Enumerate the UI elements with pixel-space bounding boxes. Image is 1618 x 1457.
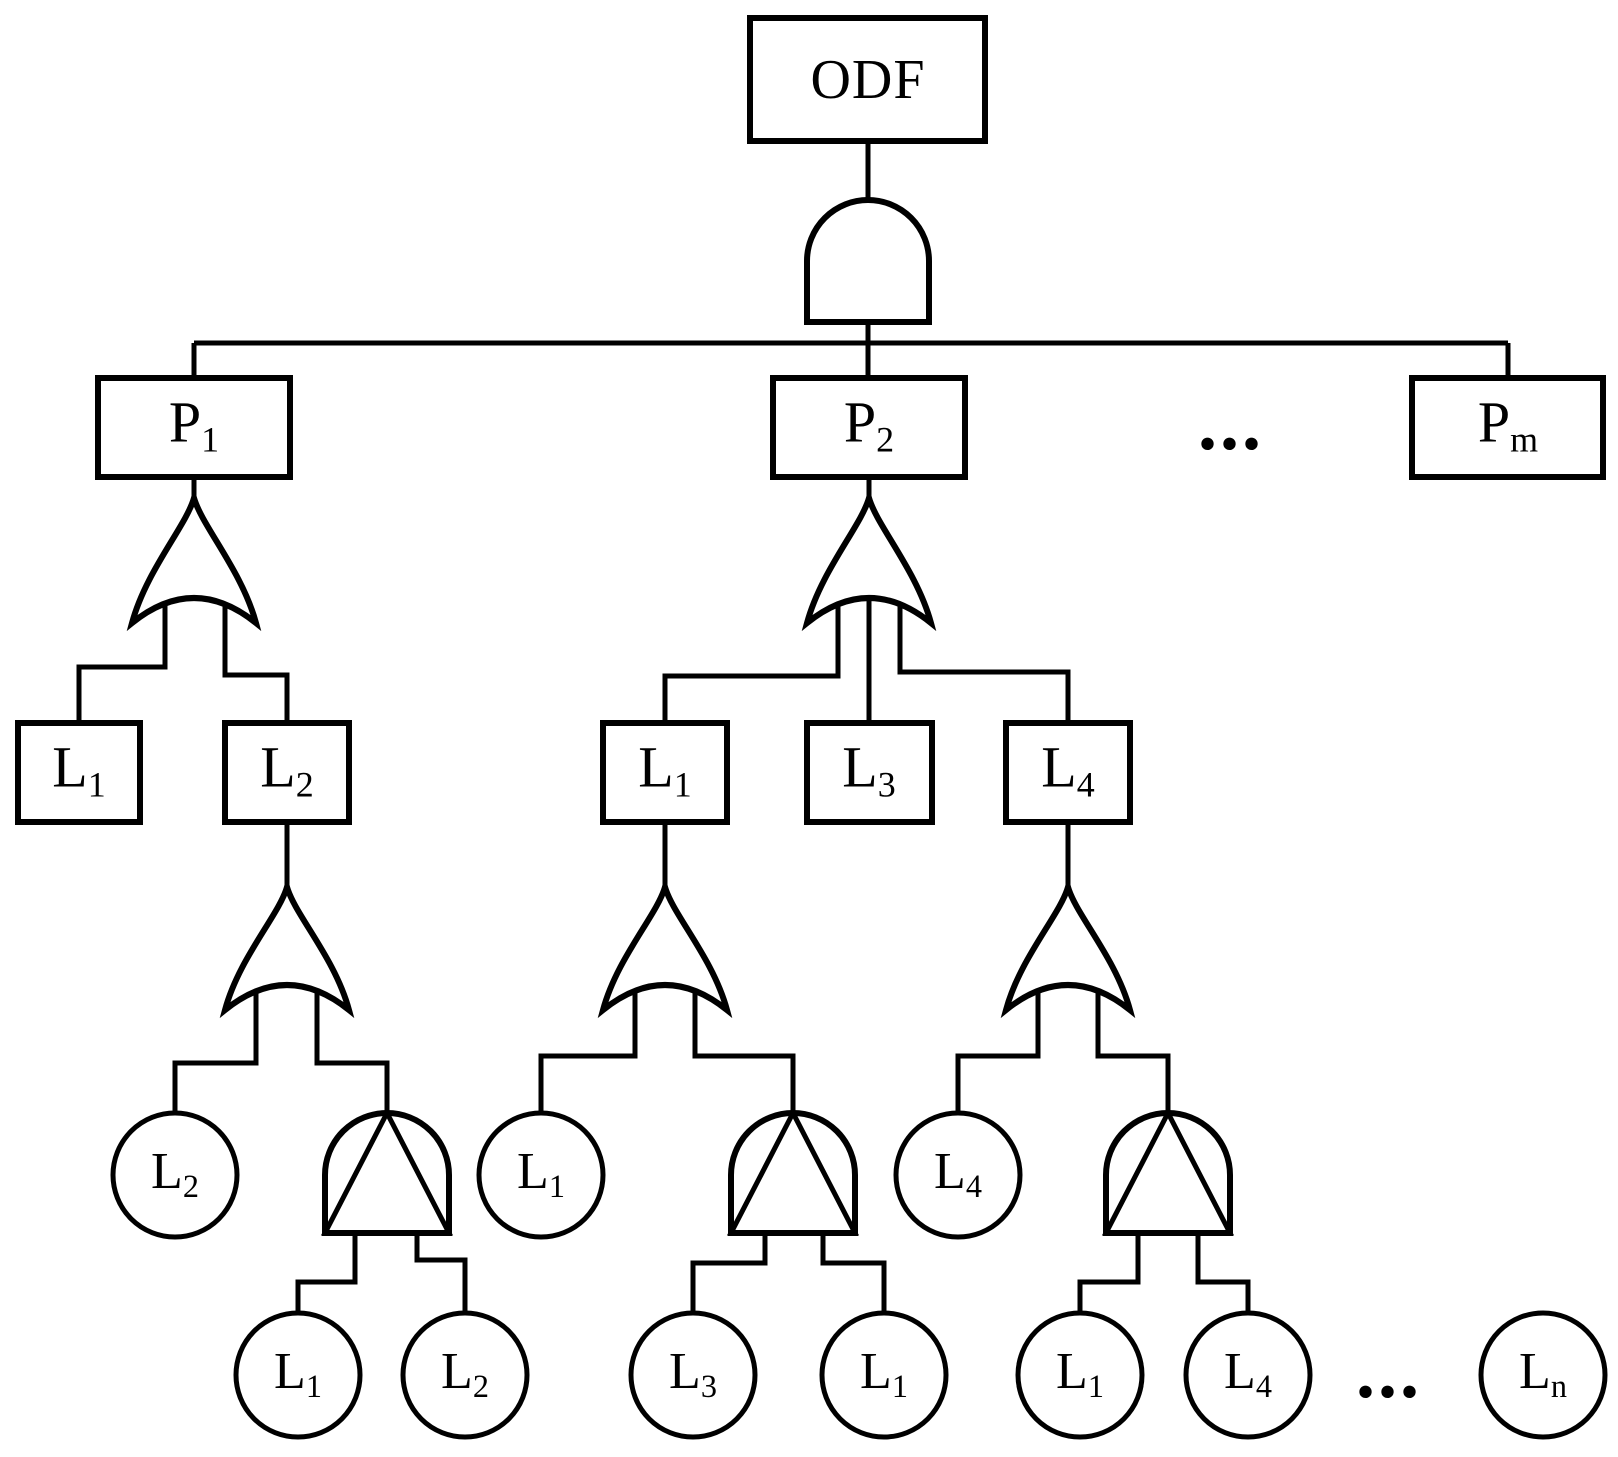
label-circle-l1: L1 (517, 1142, 565, 1204)
label-circle-l2-bottom: L2 (441, 1342, 489, 1404)
label-l2-left: L2 (260, 734, 314, 805)
basic-event-circle-ln (1478, 1310, 1608, 1440)
event-box-l1-mid (600, 720, 730, 825)
label-l4-mid: L4 (1041, 734, 1095, 805)
label-l1-mid: L1 (638, 734, 692, 805)
or-gate-under-p2 (801, 487, 937, 632)
label-p1: P1 (168, 389, 220, 460)
label-circle-l1-bottom2: L1 (860, 1342, 908, 1404)
event-box-l2-left (222, 720, 352, 825)
priority-triangle-right (1101, 1107, 1235, 1236)
connector-elbow (295, 1233, 358, 1318)
label-l3-mid: L3 (842, 734, 896, 805)
basic-event-circle-l4-bottom (1183, 1310, 1313, 1440)
basic-event-circle-l3-bottom (628, 1310, 758, 1440)
label-pm: Pm (1477, 389, 1539, 460)
connector-elbow (414, 1233, 468, 1318)
connector-elbow (955, 985, 1041, 1118)
connector-elbow (897, 596, 1071, 726)
connector-elbow (690, 1233, 768, 1318)
event-box-l4-mid (1003, 720, 1133, 825)
priority-and-gate-left (322, 1110, 452, 1236)
label-odf: ODF (810, 52, 925, 108)
label-circle-l1-bottom: L1 (274, 1342, 322, 1404)
connector-elbow (172, 985, 259, 1118)
connector-elbow (1077, 1233, 1141, 1318)
connector-elbow (1095, 985, 1171, 1120)
priority-triangle-mid (726, 1107, 860, 1236)
connector-elbow (1195, 1233, 1251, 1318)
connector-elbow (538, 985, 638, 1118)
connector-elbow (662, 596, 841, 726)
ellipsis-phases: ... (1198, 382, 1264, 466)
priority-triangle-left (320, 1107, 454, 1236)
event-box-p1 (95, 375, 293, 480)
connector-elbow (314, 985, 390, 1120)
basic-event-circle-l1-bottom (233, 1310, 363, 1440)
event-box-l3-mid (804, 720, 935, 825)
label-circle-l1-bottom3: L1 (1056, 1342, 1104, 1404)
label-circle-l4: L4 (934, 1142, 982, 1204)
connector-elbow (222, 596, 290, 726)
or-gate-under-l1 (597, 876, 733, 1019)
label-l1-left: L1 (52, 734, 106, 805)
priority-and-gate-right (1103, 1110, 1233, 1236)
basic-event-circle-l1-bottom3 (1015, 1310, 1145, 1440)
basic-event-circle-l2 (110, 1110, 240, 1240)
ellipsis-leaves: ... (1356, 1330, 1422, 1414)
event-box-p2 (770, 375, 968, 480)
label-circle-ln: Ln (1519, 1342, 1567, 1404)
event-box-odf (747, 15, 988, 144)
priority-and-gate-mid (728, 1110, 858, 1236)
or-gate-under-p1 (126, 487, 262, 632)
or-gate-under-l2 (219, 876, 355, 1019)
connector-elbow (76, 596, 168, 726)
label-circle-l3-bottom: L3 (669, 1342, 717, 1404)
connector-elbow (692, 985, 796, 1120)
event-box-l1-left (15, 720, 143, 825)
label-circle-l4-bottom: L4 (1224, 1342, 1272, 1404)
or-gate-under-l4 (1000, 876, 1136, 1019)
label-circle-l2: L2 (151, 1142, 199, 1204)
basic-event-circle-l4 (893, 1110, 1023, 1240)
and-gate-top (804, 197, 932, 325)
connector-elbow (820, 1233, 887, 1318)
label-odf-text: ODF (810, 49, 926, 111)
event-box-pm (1409, 375, 1606, 480)
basic-event-circle-l2-bottom (400, 1310, 530, 1440)
basic-event-circle-l1 (476, 1110, 606, 1240)
basic-event-circle-l1-bottom2 (819, 1310, 949, 1440)
label-p2: P2 (843, 389, 895, 460)
